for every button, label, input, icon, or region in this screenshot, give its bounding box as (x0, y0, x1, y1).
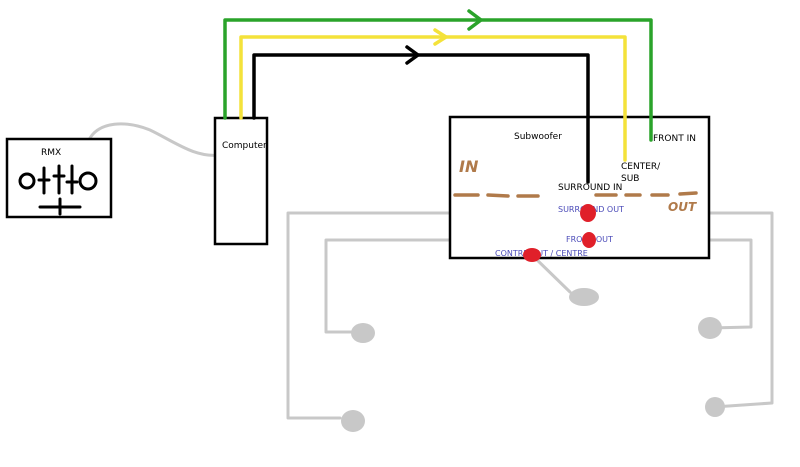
front-out-jack (582, 232, 596, 248)
centre-cable (530, 253, 572, 294)
centre-out-label: CONTRE OUT / CENTRE (495, 249, 588, 258)
out-marker: OUT (668, 200, 697, 214)
centre-out-jack (523, 248, 541, 262)
black-arrow-icon (405, 45, 420, 65)
direction-arrows (405, 9, 483, 65)
subwoofer-label: Subwoofer (514, 132, 562, 142)
yellow-wire (239, 35, 627, 162)
computer-label: Computer (222, 141, 267, 151)
yellow-arrow-icon (433, 28, 448, 46)
surround-left-cable (286, 211, 590, 420)
subwoofer-box (448, 115, 711, 260)
computer: Computer (213, 116, 269, 246)
rmx-label: RMX (41, 148, 61, 158)
speaker-surround-left (341, 410, 365, 432)
in-out-divider (453, 191, 698, 198)
center-sub-label-line1: CENTER/ (621, 162, 661, 172)
rmx-to-computer-cable (88, 122, 222, 157)
subwoofer: Subwoofer FRONT IN CENTER/ SUB SURROUND … (448, 115, 711, 260)
speaker-front-right (698, 317, 722, 339)
rmx-controls-icon (18, 164, 98, 216)
signal-wires (223, 18, 653, 184)
surround-in-label: SURROUND IN (558, 183, 622, 193)
black-wire (252, 53, 590, 184)
speakers (341, 288, 725, 432)
output-jacks (523, 204, 596, 262)
green-arrow-icon (467, 9, 483, 31)
speaker-front-left (351, 323, 375, 343)
front-in-label: FRONT IN (653, 134, 696, 144)
surround-out-jack (580, 204, 596, 222)
in-marker: IN (459, 157, 479, 176)
speaker-centre (569, 288, 599, 306)
center-sub-label-line2: SUB (621, 174, 639, 184)
speaker-surround-right (705, 397, 725, 417)
rmx-controller: RMX (5, 137, 113, 219)
green-wire (223, 18, 653, 142)
computer-box (213, 116, 269, 246)
